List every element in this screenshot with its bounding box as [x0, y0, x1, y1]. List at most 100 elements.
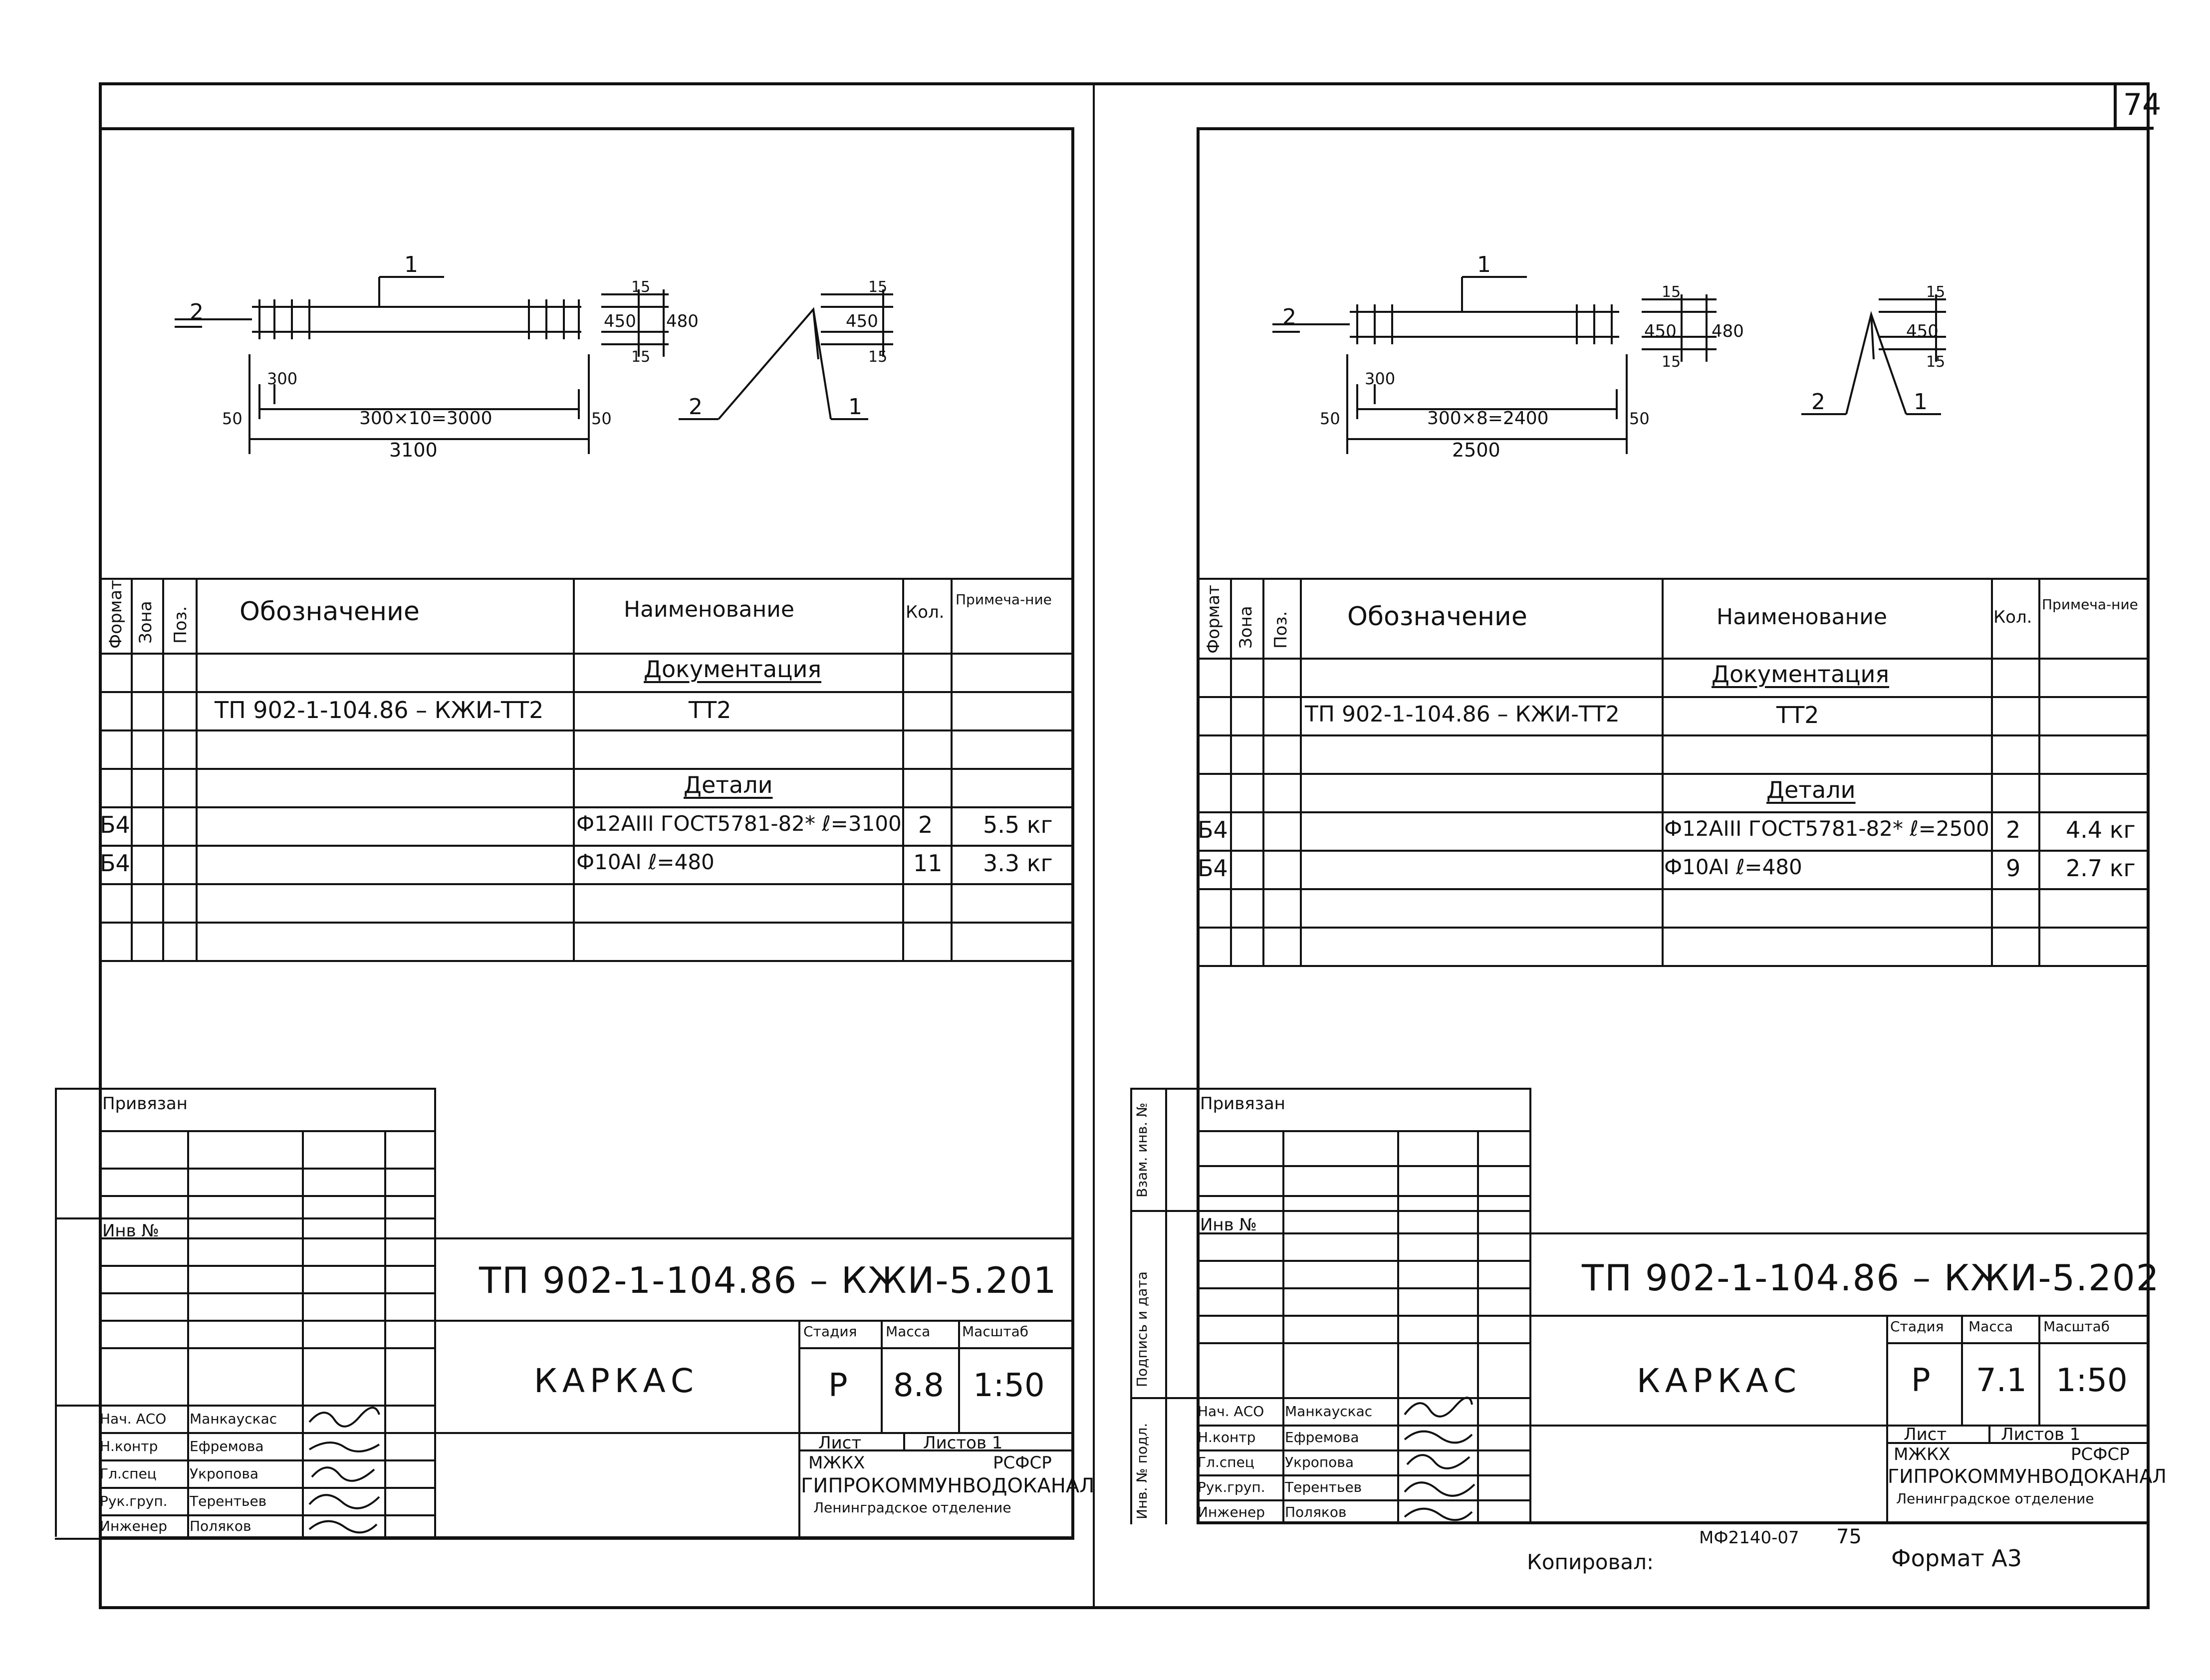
pos-1-label: 1 — [1477, 252, 1491, 277]
name-3: Укропова — [1285, 1454, 1354, 1470]
privyazan-label: Привязан — [102, 1094, 188, 1114]
dim-span: 300×8=2400 — [1427, 408, 1549, 429]
footer-code: МФ2140-07 — [1699, 1528, 1799, 1548]
name-2: Ефремова — [190, 1438, 264, 1454]
doc-designation: ТП 902-1-104.86 – КЖИ-ТТ2 — [1305, 702, 1620, 727]
signatures — [1404, 1397, 1475, 1521]
sec-2-label: 2 — [1811, 389, 1825, 415]
sec-15b: 15 — [868, 348, 887, 366]
role-3: Гл.спец — [100, 1465, 157, 1482]
side-label-vzam: Взам. инв. № — [1134, 1102, 1150, 1198]
row1-format: Б4 — [100, 811, 130, 838]
org-line1: МЖКХ — [808, 1453, 865, 1473]
sheet-label: Лист — [818, 1433, 862, 1453]
doc-name: ТТ2 — [689, 697, 732, 723]
right-inner-frame — [1197, 127, 2150, 1524]
row2-format: Б4 — [1198, 855, 1228, 882]
row1-qty: 2 — [918, 811, 933, 838]
sheet-title: КАРКАС — [534, 1362, 699, 1400]
side-label-inv-podl: Инв. № подл. — [1134, 1423, 1150, 1519]
stage-header: Стадия — [1890, 1318, 1944, 1335]
page-number: 74 — [2123, 87, 2162, 122]
dim-15b: 15 — [631, 348, 650, 366]
pos-2-label: 2 — [190, 299, 204, 325]
dim-450: 450 — [1644, 321, 1677, 341]
role-1: Нач. АСО — [100, 1411, 167, 1427]
row1-qty: 2 — [2006, 816, 2021, 843]
scale-value: 1:50 — [973, 1367, 1045, 1404]
signatures — [308, 1407, 380, 1534]
sheet-title: КАРКАС — [1637, 1362, 1801, 1400]
section-details: Детали — [684, 771, 773, 798]
name-1: Манкаускас — [190, 1411, 277, 1427]
role-4: Рук.груп. — [100, 1493, 168, 1509]
row1-note: 5.5 кг — [983, 811, 1053, 838]
dim-total: 3100 — [389, 439, 438, 461]
name-4: Терентьев — [1285, 1479, 1362, 1495]
dim-450: 450 — [604, 311, 636, 331]
mass-header: Масса — [1968, 1318, 2013, 1335]
sec-1-label: 1 — [848, 394, 862, 420]
col-zone: Зона — [1236, 606, 1256, 649]
pos-2-label: 2 — [1282, 304, 1296, 330]
section-details: Детали — [1766, 776, 1856, 803]
dim-480: 480 — [666, 311, 699, 331]
row1-format: Б4 — [1198, 816, 1228, 843]
col-designation: Обозначение — [1347, 602, 1527, 632]
sec-15a: 15 — [1926, 283, 1945, 301]
footer-format: Формат А3 — [1891, 1545, 2022, 1572]
right-cage-drawing: 2 1 300 50 300×8=2400 50 2500 15 450 480… — [1272, 252, 1946, 461]
stage-header: Стадия — [803, 1323, 857, 1340]
sheets-label: Листов 1 — [923, 1433, 1003, 1453]
row2-name: Ф10АI ℓ=480 — [576, 850, 715, 874]
name-3: Укропова — [190, 1465, 258, 1482]
row1-note: 4.4 кг — [2066, 816, 2136, 843]
inv-no-label: Инв № — [1200, 1215, 1257, 1235]
section-docs: Документация — [1712, 661, 1890, 688]
sec-2-label: 2 — [689, 394, 703, 420]
row2-qty: 9 — [2006, 855, 2021, 882]
name-1: Манкаускас — [1285, 1403, 1373, 1420]
org-name: ГИПРОКОММУНВОДОКАНАЛ — [801, 1474, 1095, 1497]
col-qty: Кол. — [1993, 607, 2032, 627]
scale-header: Масштаб — [2043, 1318, 2110, 1335]
dim-300: 300 — [267, 369, 297, 388]
dim-50a: 50 — [222, 409, 243, 428]
dim-total: 2500 — [1452, 439, 1500, 461]
org-branch: Ленинградское отделение — [1896, 1490, 2094, 1507]
role-5: Инженер — [100, 1518, 168, 1534]
name-4: Терентьев — [190, 1493, 267, 1509]
org-branch: Ленинградское отделение — [813, 1499, 1011, 1516]
col-name: Наименование — [1717, 604, 1887, 630]
sheet-designation: ТП 902-1-104.86 – КЖИ-5.201 — [479, 1259, 1057, 1301]
sec-450: 450 — [1906, 321, 1939, 341]
col-pos: Поз. — [1271, 611, 1291, 649]
row2-name: Ф10АI ℓ=480 — [1664, 855, 1802, 879]
dim-50b: 50 — [1629, 409, 1650, 428]
dim-480: 480 — [1712, 321, 1744, 341]
sec-15a: 15 — [868, 278, 887, 296]
doc-name: ТТ2 — [1776, 702, 1819, 728]
row2-qty: 11 — [913, 850, 943, 877]
dim-15b: 15 — [1662, 353, 1681, 371]
section-docs: Документация — [644, 656, 822, 683]
org-line2: РСФСР — [2071, 1444, 2130, 1464]
sheet-designation: ТП 902-1-104.86 – КЖИ-5.202 — [1582, 1257, 2160, 1299]
org-line2: РСФСР — [993, 1453, 1052, 1473]
dim-300: 300 — [1365, 369, 1395, 388]
role-2: Н.контр — [1198, 1429, 1256, 1445]
col-format: Формат — [1204, 585, 1224, 654]
col-note: Примеча-ние — [2042, 596, 2138, 613]
sec-450: 450 — [846, 311, 878, 331]
role-2: Н.контр — [100, 1438, 158, 1454]
stage-value: Р — [1911, 1362, 1931, 1399]
org-name: ГИПРОКОММУНВОДОКАНАЛ — [1888, 1465, 2167, 1487]
row1-name: Ф12АIII ГОСТ5781-82* ℓ=3100 — [576, 811, 902, 836]
mass-value: 8.8 — [893, 1367, 944, 1404]
name-5: Поляков — [1285, 1504, 1347, 1520]
side-label-podpis: Подпись и дата — [1134, 1271, 1150, 1387]
row2-format: Б4 — [100, 850, 130, 877]
role-4: Рук.груп. — [1198, 1479, 1265, 1495]
row2-note: 3.3 кг — [983, 850, 1053, 877]
